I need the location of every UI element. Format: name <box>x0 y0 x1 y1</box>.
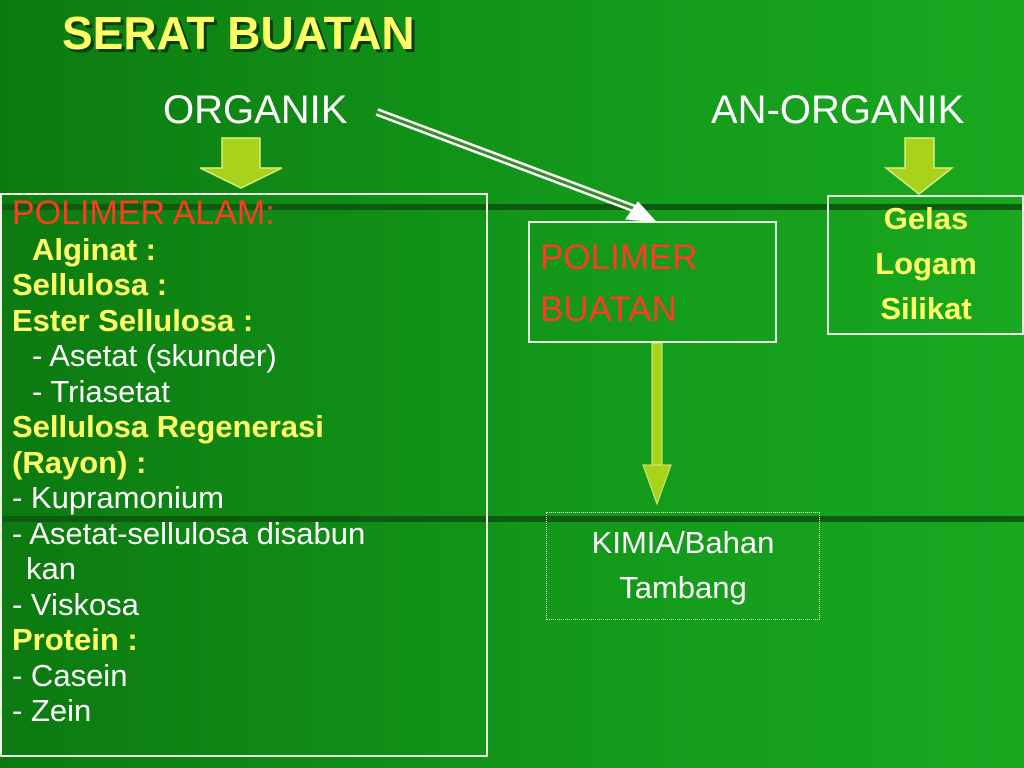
kimia-label: KIMIA/Bahan Tambang <box>547 520 819 610</box>
arrow-down-anorganik <box>883 137 955 195</box>
anorganik-list: Gelas Logam Silikat <box>828 196 1024 331</box>
slide-title: SERAT BUATAN <box>62 7 415 59</box>
arrow-organik-to-polimer-buatan <box>375 108 658 223</box>
polimer-alam-item: - Viskosa <box>12 586 139 622</box>
polimer-buatan-line2: BUATAN <box>540 290 677 329</box>
polimer-alam-item: - Asetat-sellulosa disabun <box>12 515 366 551</box>
arrow-down-organik <box>199 137 283 189</box>
heading-anorganik: AN-ORGANIK <box>711 88 965 132</box>
kimia-line2: Tambang <box>619 570 747 605</box>
polimer-alam-item: Protein : <box>12 622 138 657</box>
polimer-alam-item: (Rayon) : <box>12 444 147 480</box>
polimer-alam-item: - Kupramonium <box>12 480 224 515</box>
anorganik-item-gelas: Gelas <box>883 201 969 236</box>
polimer-alam-items: Alginat :Sellulosa :Ester Sellulosa :- A… <box>12 232 482 729</box>
arrow-polimer-to-kimia <box>642 342 672 506</box>
polimer-alam-box <box>0 193 488 757</box>
heading-organik: ORGANIK <box>163 88 348 132</box>
polimer-alam-item: Alginat : <box>32 231 156 267</box>
polimer-alam-item: - Zein <box>12 693 92 728</box>
kimia-box <box>546 512 820 620</box>
background-stripe-lower <box>0 516 1024 522</box>
polimer-alam-item: Ester Sellulosa : <box>12 302 254 338</box>
kimia-line1: KIMIA/Bahan <box>591 525 775 560</box>
polimer-buatan-label: POLIMER BUATAN <box>540 232 698 336</box>
anorganik-item-silikat: Silikat <box>880 291 972 326</box>
polimer-alam-list: POLIMER ALAM: Alginat :Sellulosa :Ester … <box>12 194 482 729</box>
polimer-alam-item: - Triasetat <box>32 373 170 409</box>
polimer-buatan-line1: POLIMER <box>540 238 698 277</box>
anorganik-box <box>827 195 1024 335</box>
polimer-alam-item: - Casein <box>12 657 128 693</box>
polimer-alam-item: kan <box>26 551 76 586</box>
polimer-alam-item: Sellulosa Regenerasi <box>12 409 324 444</box>
polimer-alam-heading: POLIMER ALAM: <box>12 194 275 232</box>
anorganik-item-logam: Logam <box>875 246 977 281</box>
polimer-alam-item: Sellulosa : <box>12 267 168 302</box>
background-stripe-upper <box>0 204 1024 210</box>
polimer-alam-item: - Asetat (skunder) <box>32 338 277 373</box>
